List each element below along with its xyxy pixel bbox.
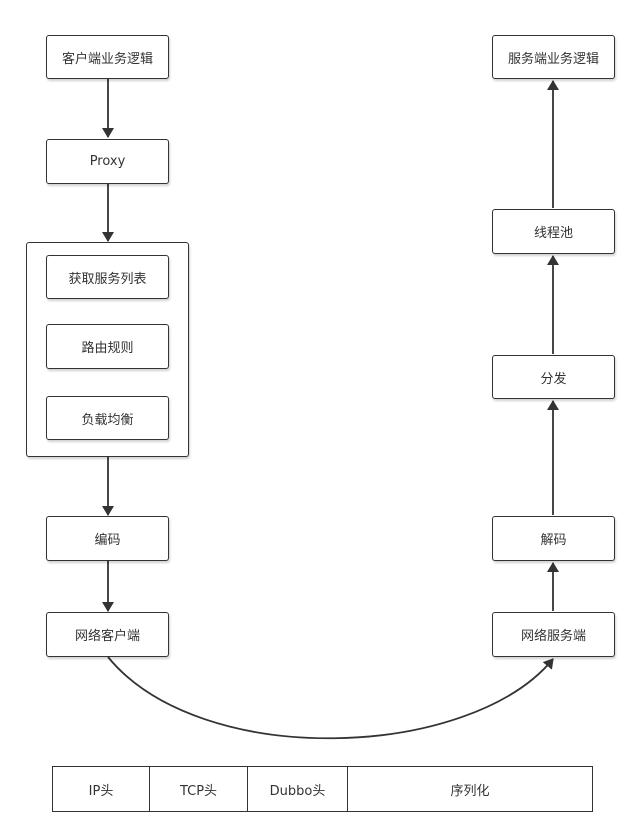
thread-pool-node: 线程池 [492, 209, 615, 254]
get-service-list-label: 获取服务列表 [68, 271, 147, 287]
server-business-logic-node: 服务端业务逻辑 [492, 35, 615, 79]
decode-node: 解码 [492, 516, 615, 561]
protocol-cell-label: TCP头 [179, 783, 218, 799]
load-balance-label: 负载均衡 [81, 412, 134, 428]
protocol-cell-serialization: 序列化 [348, 767, 592, 811]
load-balance-node: 负载均衡 [46, 396, 169, 440]
thread-pool-label: 线程池 [533, 226, 573, 241]
network-client-label: 网络客户端 [74, 629, 140, 644]
routing-rules-node: 路由规则 [46, 324, 169, 369]
client-business-logic-label: 客户端业务逻辑 [61, 51, 153, 67]
get-service-list-node: 获取服务列表 [46, 255, 169, 299]
proxy-label: Proxy [89, 154, 126, 169]
protocol-cell-tcp-header: TCP头 [150, 767, 248, 811]
network-server-label: 网络服务端 [520, 629, 586, 644]
protocol-cell-ip-header: IP头 [53, 767, 150, 811]
proxy-node: Proxy [46, 139, 169, 184]
network-server-node: 网络服务端 [492, 612, 615, 657]
protocol-cell-dubbo-header: Dubbo头 [248, 767, 348, 811]
encode-node: 编码 [46, 516, 169, 561]
client-business-logic-node: 客户端业务逻辑 [46, 35, 169, 79]
dispatch-node: 分发 [492, 355, 615, 399]
network-client-node: 网络客户端 [46, 612, 169, 657]
protocol-cell-label: IP头 [88, 783, 114, 799]
server-business-logic-label: 服务端业务逻辑 [507, 51, 599, 67]
encode-label: 编码 [94, 533, 121, 548]
protocol-cell-label: Dubbo头 [269, 783, 326, 799]
protocol-frame: IP头 TCP头 Dubbo头 序列化 [52, 766, 593, 812]
arrow-network-client-to-network-server [107, 656, 554, 740]
routing-rules-label: 路由规则 [81, 341, 134, 356]
protocol-cell-label: 序列化 [450, 783, 490, 799]
decode-label: 解码 [540, 533, 567, 548]
dispatch-label: 分发 [540, 371, 567, 387]
